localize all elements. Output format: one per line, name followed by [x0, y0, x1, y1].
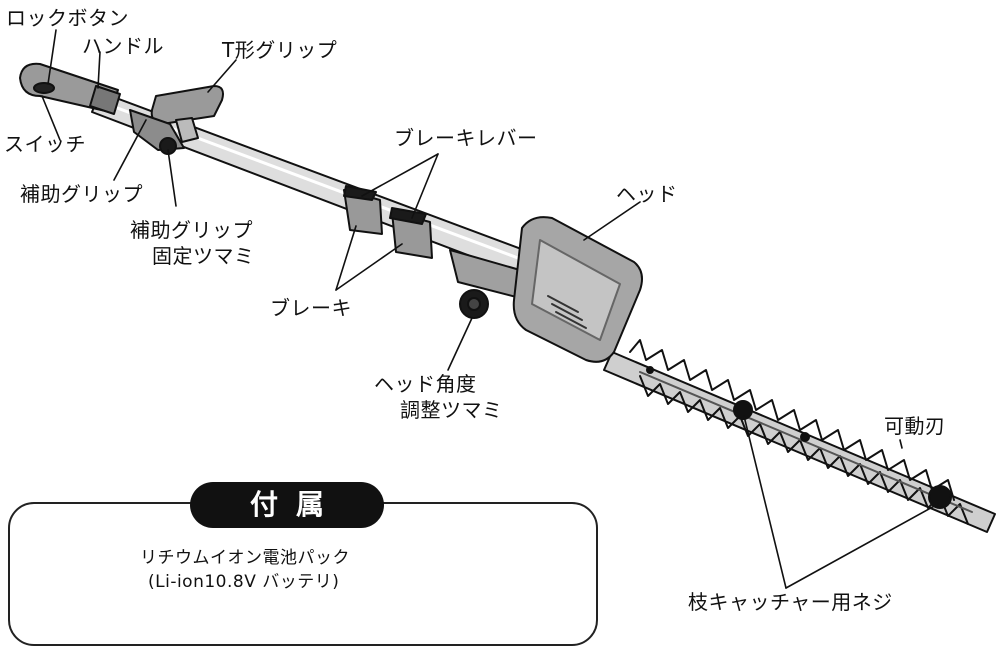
- diagram-canvas: ロックボタン ハンドル T形グリップ スイッチ 補助グリップ 補助グリップ 固定…: [4, 6, 996, 646]
- label-t-shaped-grip: T形グリップ: [222, 38, 338, 62]
- label-lock-button: ロックボタン: [6, 6, 129, 30]
- head-unit: [449, 216, 643, 363]
- label-battery-pack-line1: リチウムイオン電池パック: [140, 548, 350, 568]
- blade-teeth-upper: [629, 339, 955, 501]
- rear-handle: [19, 62, 121, 115]
- hedge-trimmer-illustration: [19, 29, 996, 618]
- label-head-angle-knob-line1: ヘッド角度: [374, 372, 477, 396]
- label-branch-catcher-screw: 枝キャッチャー用ネジ: [688, 590, 893, 614]
- label-switch: スイッチ: [4, 132, 86, 156]
- branch-catcher-screw-1: [733, 400, 753, 420]
- label-head-angle-knob-line2: 調整ツマミ: [400, 398, 503, 422]
- label-aux-grip-knob-line1: 補助グリップ: [130, 218, 253, 242]
- blade-teeth-lower: [639, 375, 969, 525]
- branch-catcher-screw-2: [928, 485, 952, 509]
- label-aux-grip-knob-line2: 固定ツマミ: [152, 244, 255, 268]
- label-head: ヘッド: [616, 182, 678, 206]
- accessories-title: 付属: [190, 482, 384, 528]
- label-handle: ハンドル: [82, 34, 164, 58]
- label-brake: ブレーキ: [270, 296, 352, 320]
- leader-lines: [41, 29, 939, 589]
- label-battery-pack-line2: (Li-ion10.8V バッテリ): [148, 572, 340, 592]
- label-brake-lever: ブレーキレバー: [394, 126, 538, 150]
- label-movable-blade: 可動刃: [884, 414, 946, 438]
- label-aux-grip: 補助グリップ: [20, 182, 143, 206]
- blade-assembly: [603, 339, 996, 533]
